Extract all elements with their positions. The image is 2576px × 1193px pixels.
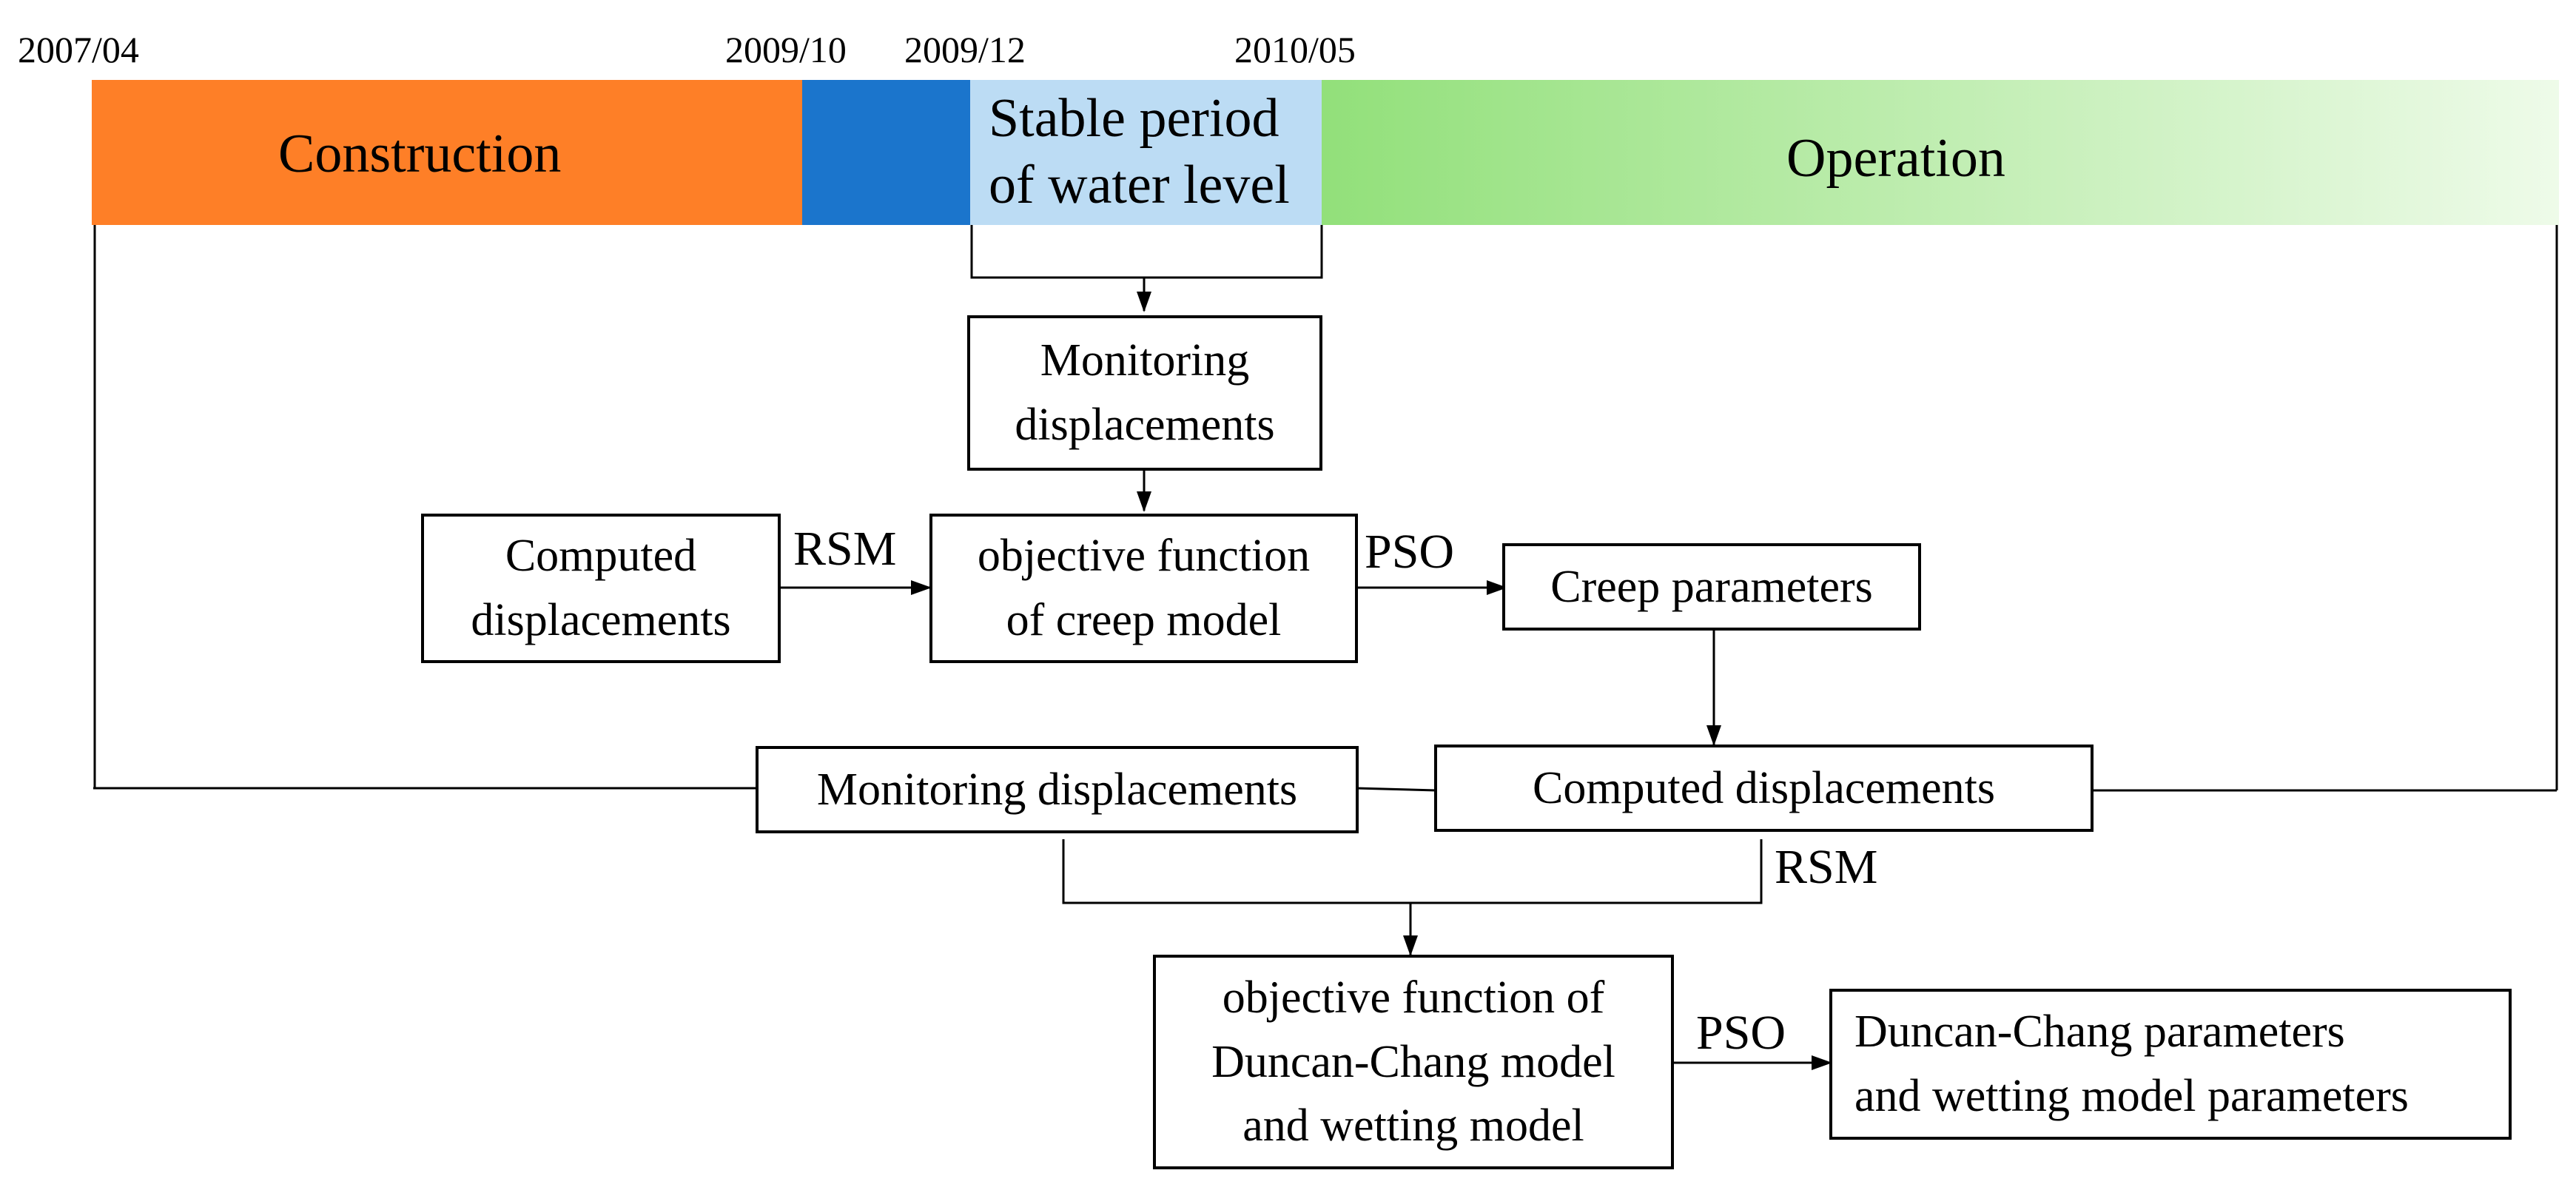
computed-displacements-mid-box: Computed displacements — [1434, 745, 2094, 832]
date-2009-12: 2009/12 — [904, 29, 1026, 70]
construction-phase-band: Construction — [92, 80, 802, 225]
creep-parameters-box: Creep parameters — [1502, 543, 1921, 631]
objective-function-duncan-chang-box: objective function of Duncan-Chang model… — [1153, 955, 1674, 1169]
stable-period-label-line2: of water level — [989, 155, 1290, 215]
impoundment-phase-band — [802, 80, 970, 225]
box-line: Computed displacements — [1532, 762, 1996, 813]
monitoring-displacements-mid-box: Monitoring displacements — [756, 746, 1359, 833]
monitoring-computed-link — [1355, 787, 1437, 792]
pso-label-2: PSO — [1696, 1006, 1786, 1060]
box-line: objective function — [977, 531, 1311, 582]
stable-bracket — [970, 225, 1323, 279]
computed-displacements-left-box: Computed displacements — [421, 514, 781, 663]
objective-function-creep-box: objective function of creep model — [929, 514, 1358, 663]
box-line: Creep parameters — [1550, 561, 1873, 612]
box-line: and wetting model parameters — [1854, 1071, 2409, 1121]
rsm-label-2: RSM — [1775, 840, 1878, 894]
box-line: Monitoring displacements — [816, 764, 1298, 815]
date-start: 2007/04 — [18, 29, 139, 70]
date-2009-10: 2009/10 — [725, 29, 847, 70]
box-line: displacements — [471, 595, 731, 645]
box-line: Computed — [505, 531, 697, 582]
merge-bracket — [1062, 839, 1763, 904]
operation-label: Operation — [1786, 128, 2005, 189]
box-line: displacements — [1015, 400, 1275, 450]
operation-phase-band: Operation — [1322, 80, 2559, 225]
duncan-chang-parameters-box: Duncan-Chang parameters and wetting mode… — [1829, 989, 2512, 1140]
box-line: Duncan-Chang parameters — [1854, 1007, 2345, 1058]
rsm-label-1: RSM — [793, 522, 897, 576]
box-line: of creep model — [1006, 595, 1282, 645]
box-line: and wetting model — [1242, 1100, 1584, 1152]
stable-period-label-line1: Stable period — [989, 88, 1279, 149]
box-line: Duncan-Chang model — [1211, 1036, 1615, 1087]
date-2010-05: 2010/05 — [1234, 29, 1356, 70]
stable-water-level-band: Stable period of water level — [970, 80, 1322, 225]
box-line: objective function of — [1222, 972, 1605, 1023]
pso-label-1: PSO — [1365, 525, 1455, 579]
construction-label: Construction — [278, 124, 562, 184]
monitoring-displacements-top-box: Monitoring displacements — [967, 315, 1322, 471]
box-line: Monitoring — [1040, 335, 1250, 386]
